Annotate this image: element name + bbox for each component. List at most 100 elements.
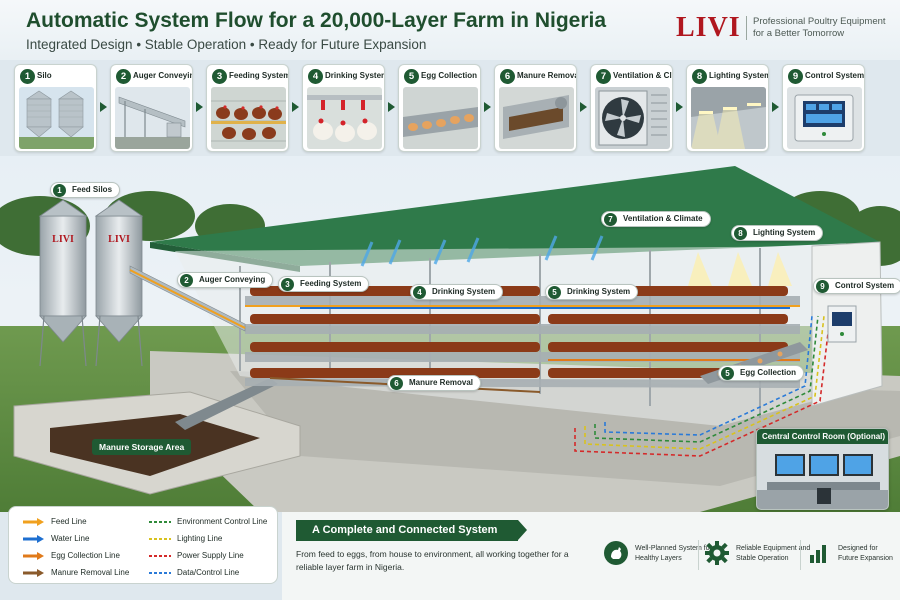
step-card-lighting-system: 8 Lighting System (686, 64, 769, 152)
feature-reliable-equipment: Reliable Equipment and Stable Operation (704, 540, 810, 570)
step-label: Control System (805, 71, 865, 80)
callout-auger-conveying: 2 Auger Conveying (177, 272, 274, 288)
step-label: Manure Removal (517, 71, 577, 80)
step-label: Silo (37, 71, 52, 80)
step-number: 9 (788, 69, 803, 84)
step-number: 2 (116, 69, 131, 84)
callout-number: 4 (413, 286, 426, 299)
callout-number: 3 (281, 278, 294, 291)
callout-number: 6 (390, 377, 403, 390)
flow-arrow-icon (388, 102, 395, 112)
callout-number: 2 (180, 274, 193, 287)
step-card-drinking-system: 4 Drinking System (302, 64, 385, 152)
silo-brand-logo: LIVI (52, 234, 74, 245)
callout-label: Manure Removal (409, 378, 474, 387)
step-label: Ventilation & Climate (613, 71, 673, 80)
control-room-title: Central Control Room (Optional) (757, 429, 888, 444)
auger-image (115, 87, 190, 149)
banner-tip (518, 520, 527, 540)
callout-number: 5 (721, 367, 734, 380)
feature-future-expansion: Designed for Future Expansion (806, 540, 893, 570)
callout-number: 9 (816, 280, 829, 293)
callout-lighting-system: 8 Lighting System (731, 225, 824, 241)
flow-arrow-icon (772, 102, 779, 112)
flow-arrow-icon (580, 102, 587, 112)
silo-image (19, 87, 94, 149)
system-description: From feed to eggs, from house to environ… (296, 549, 569, 572)
flow-arrow-icon (292, 102, 299, 112)
step-card-feeding-system: 3 Feeding System (206, 64, 289, 152)
system-banner: A Complete and Connected System (296, 520, 518, 541)
page-subtitle: Integrated Design • Stable Operation • R… (26, 37, 427, 52)
callout-number: 5 (548, 286, 561, 299)
step-number: 7 (596, 69, 611, 84)
step-number: 1 (20, 69, 35, 84)
step-number: 3 (212, 69, 227, 84)
drinking-image (307, 87, 382, 149)
callout-number: 8 (734, 227, 747, 240)
step-label: Drinking System (325, 71, 385, 80)
callout-manure-removal: 6 Manure Removal (387, 375, 482, 391)
step-card-control-system: 9 Control System (782, 64, 865, 152)
manure-storage-label: Manure Storage Area (92, 439, 192, 455)
farm-scene: LIVI LIVI 1 Feed Silos 2 Auger Conveying 3… (0, 156, 900, 512)
legend: Feed Line Water Line Egg Collection Line… (8, 506, 278, 584)
egg-collection-image (403, 87, 478, 149)
step-card-ventilation-climate: 7 Ventilation & Climate (590, 64, 673, 152)
callout-label: Drinking System (567, 287, 631, 296)
process-steps-row: 1 Silo 2 Auger Conveying (14, 64, 890, 156)
feature-label: Reliable Equipment and Stable Operation (736, 545, 811, 562)
step-label: Feeding System (229, 71, 289, 80)
callout-feeding-system: 3 Feeding System (278, 276, 370, 292)
manure-removal-image (499, 87, 574, 149)
header (0, 0, 900, 60)
ventilation-fan-image (595, 87, 670, 149)
step-label: Egg Collection (421, 71, 477, 80)
brand-logo: LIVI (676, 12, 741, 43)
step-card-auger-conveying: 2 Auger Conveying (110, 64, 193, 152)
control-room-inset: Central Control Room (Optional) (756, 428, 889, 510)
gear-icon (705, 541, 729, 565)
callout-label: Control System (835, 281, 895, 290)
callout-label: Lighting System (753, 228, 816, 237)
feature-healthy-layers: Well-Planned System for Healthy Layers (603, 540, 712, 570)
callout-drinking-system: 4 Drinking System (410, 284, 504, 300)
brand-divider (746, 16, 747, 40)
step-number: 8 (692, 69, 707, 84)
brand-tagline: Professional Poultry Equipment for a Bet… (753, 16, 886, 39)
callout-control-system: 9 Control System (813, 278, 900, 294)
feature-label: Designed for Future Expansion (838, 545, 893, 562)
lighting-image (691, 87, 766, 149)
hen-icon (604, 541, 628, 565)
callout-egg-collection: 5 Egg Collection (718, 365, 804, 381)
step-number: 4 (308, 69, 323, 84)
divider (800, 540, 801, 570)
callout-drinking-system: 5 Drinking System (545, 284, 639, 300)
flow-arrow-icon (484, 102, 491, 112)
step-label: Lighting System (709, 71, 769, 80)
callout-label: Egg Collection (740, 368, 796, 377)
flow-arrow-icon (196, 102, 203, 112)
callout-number: 1 (53, 184, 66, 197)
page-title: Automatic System Flow for a 20,000-Layer… (26, 9, 607, 32)
control-panel-image (787, 87, 862, 149)
flow-arrow-icon (676, 102, 683, 112)
step-card-manure-removal: 6 Manure Removal (494, 64, 577, 152)
step-number: 5 (404, 69, 419, 84)
callout-number: 7 (604, 213, 617, 226)
bar-chart-icon (810, 545, 826, 563)
callout-feed-silos: 1 Feed Silos (50, 182, 121, 198)
step-card-silo: 1 Silo (14, 64, 97, 152)
callout-label: Feed Silos (72, 185, 113, 194)
step-card-egg-collection: 5 Egg Collection (398, 64, 481, 152)
silo-brand-logo: LIVI (108, 234, 130, 245)
callout-label: Ventilation & Climate (623, 214, 703, 223)
callout-label: Feeding System (300, 279, 362, 288)
callout-label: Auger Conveying (199, 275, 266, 284)
divider (698, 540, 699, 570)
flow-arrow-icon (100, 102, 107, 112)
callout-label: Drinking System (432, 287, 496, 296)
step-label: Auger Conveying (133, 71, 193, 80)
feature-label: Well-Planned System for Healthy Layers (635, 545, 712, 562)
feeding-image (211, 87, 286, 149)
